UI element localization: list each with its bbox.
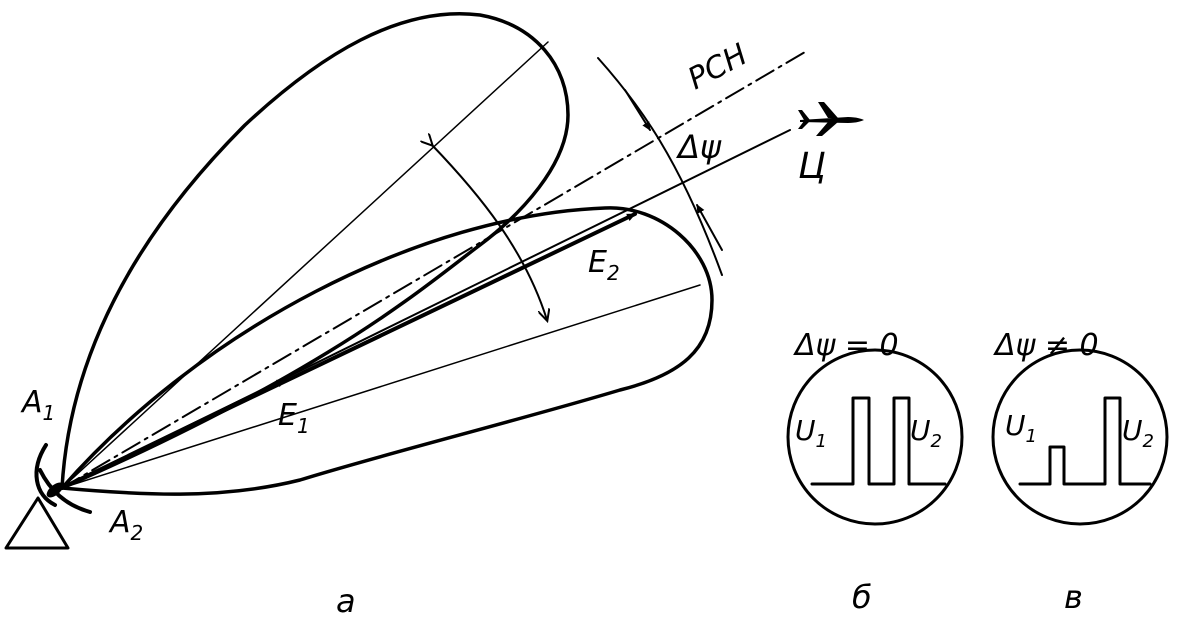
beam-axis-2 [61, 284, 701, 489]
aircraft-icon [798, 102, 864, 136]
antenna-base [4, 496, 70, 550]
antenna-feed [46, 482, 64, 498]
scope-c [991, 348, 1169, 526]
beam-axis-1 [61, 41, 549, 489]
angle-arrow-2 [696, 204, 723, 251]
antenna-1-label: A1 [20, 385, 55, 425]
beamwidth-arc [432, 145, 547, 320]
antenna-reflector-1 [34, 443, 57, 507]
angle-label: Δψ [675, 128, 722, 166]
pulse-b-u2: U2 [910, 414, 942, 452]
caption-c: в [1064, 578, 1083, 616]
condition-b: Δψ = 0 [793, 328, 899, 363]
scope-b [786, 348, 964, 526]
vector-e2 [60, 212, 637, 490]
panel-c: Δψ ≠ 0 U1 U2 в [991, 328, 1169, 616]
angle-arrow-1 [624, 89, 651, 131]
caption-b: б [852, 578, 872, 616]
beam-lobe-1 [60, 12, 570, 490]
antenna-2-label: A2 [108, 505, 143, 545]
panel-b: Δψ = 0 U1 U2 б [786, 328, 964, 616]
equisignal-direction-line [61, 51, 806, 489]
caption-a: а [336, 582, 356, 620]
pulse-trace-b [810, 396, 947, 486]
pulse-c-u1: U1 [1005, 409, 1037, 447]
beam-lobe-2 [60, 206, 714, 496]
antenna-reflector-2 [38, 468, 92, 514]
vector-e2-label: E2 [588, 245, 620, 285]
vector-e1-label: E1 [278, 398, 310, 438]
pulse-b-u1: U1 [795, 414, 827, 452]
target-label: Ц [798, 146, 826, 187]
pulse-trace-c [1018, 396, 1152, 486]
panel-a: A1 A2 E1 E2 РСН Δψ Ц а [4, 12, 864, 620]
pulse-c-u2: U2 [1122, 414, 1154, 452]
angle-arc [597, 57, 723, 276]
